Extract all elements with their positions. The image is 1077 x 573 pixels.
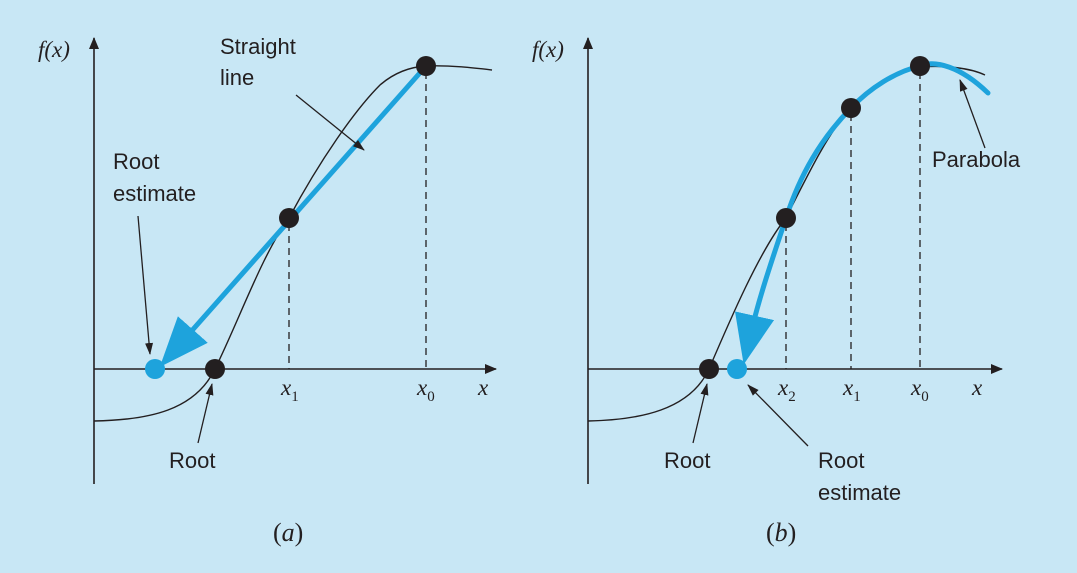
x-axis-label: x [477,375,489,400]
root-point [699,359,719,379]
point-x2 [776,208,796,228]
parabola-pointer [959,79,986,149]
root-pointer [692,383,709,444]
panel-a: f(x) x x1 x0 Straight line Root estimate… [38,34,497,547]
tick-x0: x0 [416,375,435,405]
y-axis-label: f(x) [38,37,70,62]
root-estimate-pointer [747,384,809,447]
root-pointer [197,383,214,444]
root-estimate-label-1: Root [113,149,159,174]
point-x0 [416,56,436,76]
tick-x0: x0 [910,375,929,405]
root-estimate-label-1: Root [818,448,864,473]
tick-x2: x2 [777,375,796,405]
root-estimate-label-2: estimate [113,181,196,206]
function-curve [587,65,986,422]
straight-line-pointer [295,94,365,151]
point-x0 [910,56,930,76]
root-estimate-point [145,359,165,379]
point-x1 [841,98,861,118]
tick-x1: x1 [842,375,861,405]
straight-line-label-1: Straight [220,34,296,59]
caption-a: (a) [273,518,303,547]
parabola-curve [734,61,991,365]
x-axis-label: x [971,375,983,400]
caption-b: (b) [766,518,796,547]
straight-line-label-2: line [220,65,254,90]
y-axis-label: f(x) [532,37,564,62]
root-label: Root [664,448,710,473]
root-estimate-pointer [137,215,154,355]
parabola-label: Parabola [932,147,1021,172]
root-estimate-point [727,359,747,379]
point-x1 [279,208,299,228]
root-point [205,359,225,379]
panel-b: f(x) x x2 x1 x0 Parabola Root Root estim… [532,37,1021,547]
root-label: Root [169,448,215,473]
tick-x1: x1 [280,375,299,405]
secant-line [159,63,429,367]
root-estimate-label-2: estimate [818,480,901,505]
